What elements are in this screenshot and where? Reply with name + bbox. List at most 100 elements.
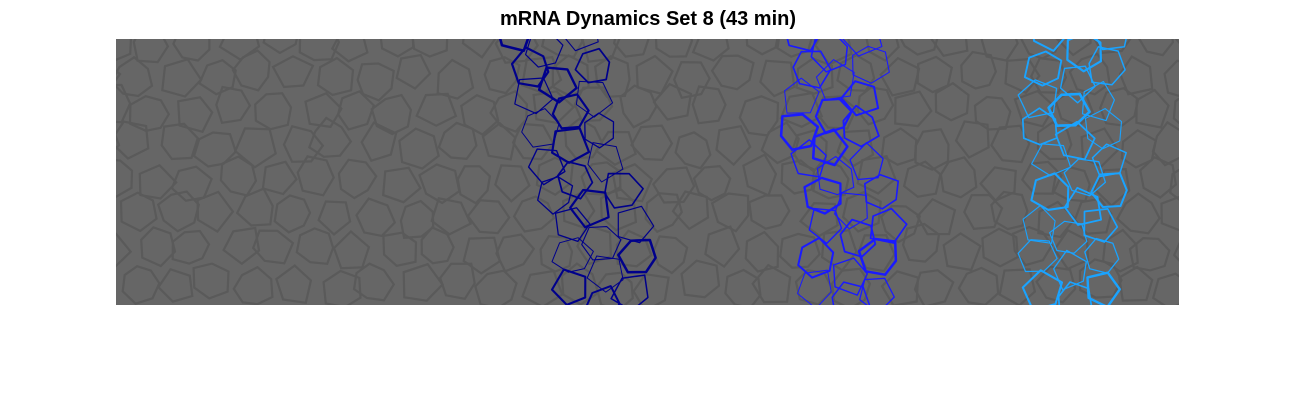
background-cell bbox=[673, 60, 711, 100]
background-cell bbox=[218, 39, 261, 61]
highlighted-cell-outline bbox=[1086, 271, 1121, 305]
highlighted-cell-outline bbox=[1090, 172, 1128, 208]
background-cell bbox=[939, 156, 978, 199]
background-cell bbox=[251, 229, 295, 265]
background-cell bbox=[1174, 39, 1179, 44]
highlighted-cell-outline bbox=[521, 108, 560, 148]
background-cell bbox=[1118, 265, 1154, 302]
background-cell bbox=[759, 59, 796, 98]
background-cell bbox=[1011, 225, 1054, 267]
background-cell bbox=[916, 55, 954, 94]
background-cell bbox=[612, 39, 650, 58]
background-cell bbox=[856, 86, 895, 126]
stripe-1-cell-outlines bbox=[498, 39, 657, 305]
highlighted-cell-outline bbox=[811, 128, 849, 167]
background-cell bbox=[437, 121, 478, 161]
background-cell bbox=[298, 39, 341, 62]
background-cell bbox=[116, 133, 121, 151]
background-cell bbox=[119, 191, 158, 233]
background-cell bbox=[914, 128, 950, 171]
background-cell bbox=[820, 228, 858, 272]
background-cell bbox=[794, 269, 835, 305]
background-cell bbox=[644, 192, 684, 234]
highlighted-cell-outline bbox=[1017, 79, 1058, 119]
highlighted-cell-outline bbox=[565, 39, 599, 52]
background-cell bbox=[172, 39, 211, 62]
highlighted-cell-outline bbox=[537, 66, 578, 104]
background-cell bbox=[415, 92, 458, 127]
highlighted-cell-outline bbox=[603, 172, 644, 209]
background-cell bbox=[512, 195, 556, 233]
background-cell bbox=[192, 262, 230, 300]
background-cell bbox=[436, 58, 475, 100]
background-cell bbox=[382, 231, 418, 267]
background-cell bbox=[619, 84, 658, 129]
highlighted-cell-outline bbox=[803, 176, 842, 215]
background-cell bbox=[594, 55, 631, 98]
background-cell bbox=[615, 229, 653, 268]
background-cell bbox=[494, 164, 531, 203]
background-cell bbox=[430, 197, 473, 236]
background-cell bbox=[418, 163, 461, 205]
background-cell bbox=[902, 160, 942, 198]
highlighted-cell-outline bbox=[1022, 205, 1056, 244]
highlighted-cell-outline bbox=[498, 39, 530, 52]
highlighted-cell-outline bbox=[816, 156, 855, 196]
background-cell bbox=[1099, 87, 1140, 127]
background-cell bbox=[710, 192, 750, 233]
highlighted-cell-outline bbox=[1053, 249, 1087, 291]
background-cell bbox=[461, 39, 497, 59]
highlighted-cell-outline bbox=[1083, 208, 1119, 243]
background-cell bbox=[795, 57, 834, 95]
highlighted-cell-outline bbox=[550, 268, 587, 305]
background-cell bbox=[322, 269, 362, 305]
background-cell bbox=[963, 193, 1004, 231]
highlighted-cell-outline bbox=[510, 46, 550, 88]
background-cell bbox=[1172, 241, 1179, 262]
background-cell bbox=[1093, 39, 1132, 54]
background-cell bbox=[156, 190, 201, 233]
background-cell bbox=[1128, 236, 1171, 272]
background-cell bbox=[262, 39, 298, 55]
background-cell bbox=[535, 156, 574, 197]
background-cell bbox=[295, 227, 335, 265]
highlighted-cell-outline bbox=[1066, 39, 1103, 73]
highlighted-cell-outline bbox=[554, 207, 591, 243]
background-cell bbox=[352, 262, 396, 302]
background-cell bbox=[161, 58, 203, 98]
background-cell bbox=[990, 190, 1029, 231]
background-cell bbox=[960, 50, 997, 90]
background-cell bbox=[880, 270, 920, 305]
stripe-3-cell-outlines bbox=[1017, 39, 1128, 305]
background-cell bbox=[894, 90, 933, 128]
background-cell bbox=[1118, 55, 1154, 96]
background-cell bbox=[420, 226, 455, 265]
highlighted-cell-outline bbox=[551, 93, 590, 130]
highlighted-cell-outline bbox=[786, 39, 819, 52]
background-cell bbox=[710, 54, 755, 91]
highlighted-cell-outline bbox=[1021, 107, 1058, 146]
highlighted-cell-outline bbox=[779, 113, 820, 151]
background-cell bbox=[474, 269, 518, 305]
highlighted-cell-outline bbox=[569, 188, 610, 229]
background-cell bbox=[594, 130, 637, 166]
background-cell bbox=[275, 264, 313, 305]
background-cell bbox=[494, 39, 540, 64]
background-cell bbox=[913, 269, 955, 305]
background-cell bbox=[231, 49, 271, 92]
background-cell bbox=[576, 223, 613, 266]
background-cell bbox=[856, 154, 897, 195]
background-cell bbox=[998, 268, 1037, 305]
background-cell bbox=[116, 83, 132, 124]
background-cell bbox=[916, 197, 957, 236]
background-cell bbox=[879, 56, 921, 97]
background-cell bbox=[215, 85, 252, 125]
background-cell bbox=[116, 158, 134, 198]
background-cell bbox=[1073, 197, 1113, 235]
background-cell bbox=[438, 262, 476, 301]
background-cell bbox=[460, 93, 500, 136]
background-cell bbox=[973, 95, 1012, 131]
background-cell bbox=[652, 235, 689, 275]
background-cell bbox=[177, 96, 214, 134]
highlighted-cell-outline bbox=[849, 142, 884, 181]
